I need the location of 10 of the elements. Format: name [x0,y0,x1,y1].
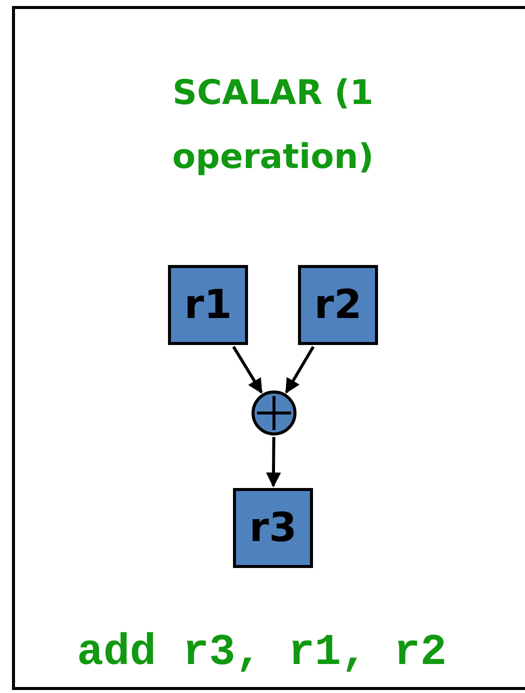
panel-frame [12,6,525,690]
arrow [232,346,263,394]
instruction-code: add r3, r1, r2 [77,631,447,675]
arrow [284,346,315,394]
arrow [266,436,281,488]
register-box: r3 [233,488,313,568]
register-box: r2 [298,265,378,345]
panel-title: SCALAR (1 operation) [171,72,375,179]
adder-circle [251,390,297,436]
register-box: r1 [168,265,248,345]
